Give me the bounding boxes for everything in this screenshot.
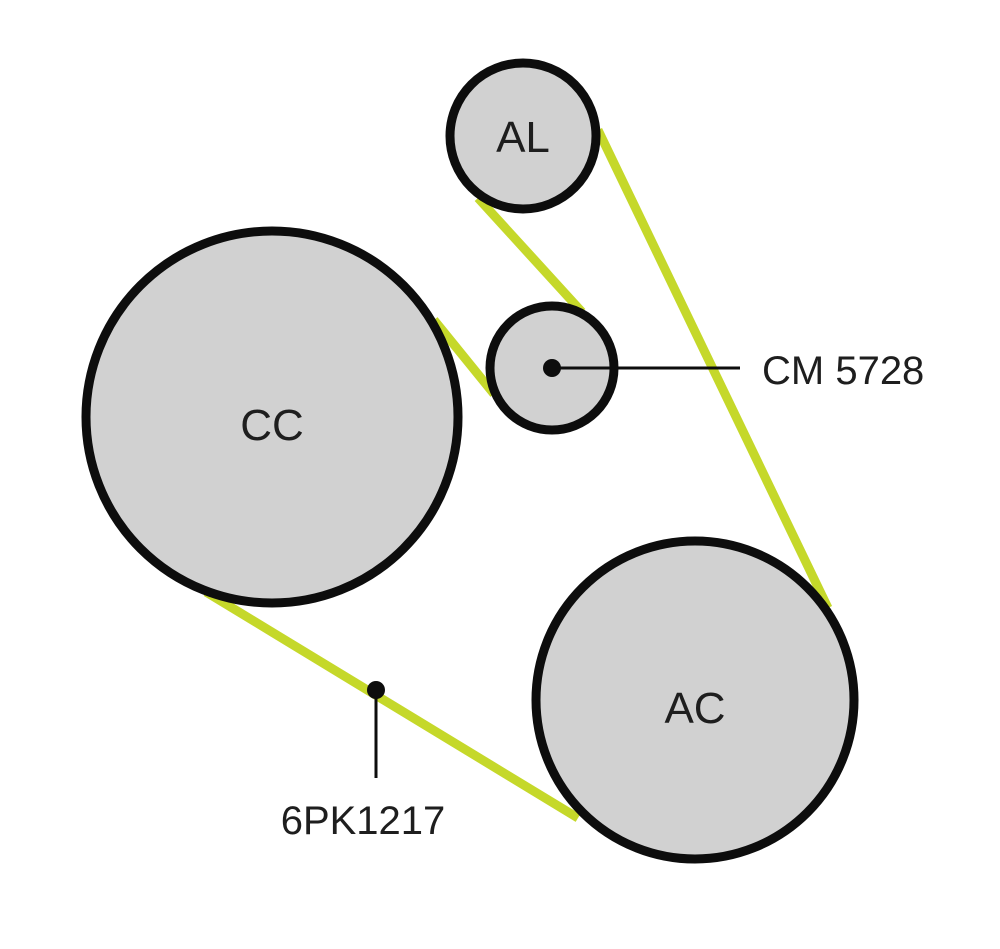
pulley-cc-circle — [81, 226, 463, 608]
pulley-ac-label: AC — [664, 684, 725, 733]
callout-tensioner-label: CM 5728 — [762, 349, 924, 393]
pulley-cc: CC — [81, 226, 463, 608]
belt-segment-cc-ac — [203, 588, 581, 822]
callout-belt-dot — [367, 681, 385, 699]
callout-belt: 6PK1217 — [281, 681, 446, 843]
pulley-ac: AC — [531, 536, 859, 864]
callout-tensioner: CM 5728 — [543, 349, 924, 393]
pulley-al: AL — [445, 58, 601, 214]
callout-tensioner-dot — [543, 359, 561, 377]
pulley-ac-circle — [531, 536, 859, 864]
belt-segment-cc-cm — [430, 317, 498, 397]
pulley-al-circle — [445, 58, 601, 214]
pulley-cc-label: CC — [240, 401, 304, 450]
belt-segment-al-cm — [474, 194, 586, 316]
callout-belt-label: 6PK1217 — [281, 799, 446, 843]
pulley-al-label: AL — [496, 113, 550, 162]
